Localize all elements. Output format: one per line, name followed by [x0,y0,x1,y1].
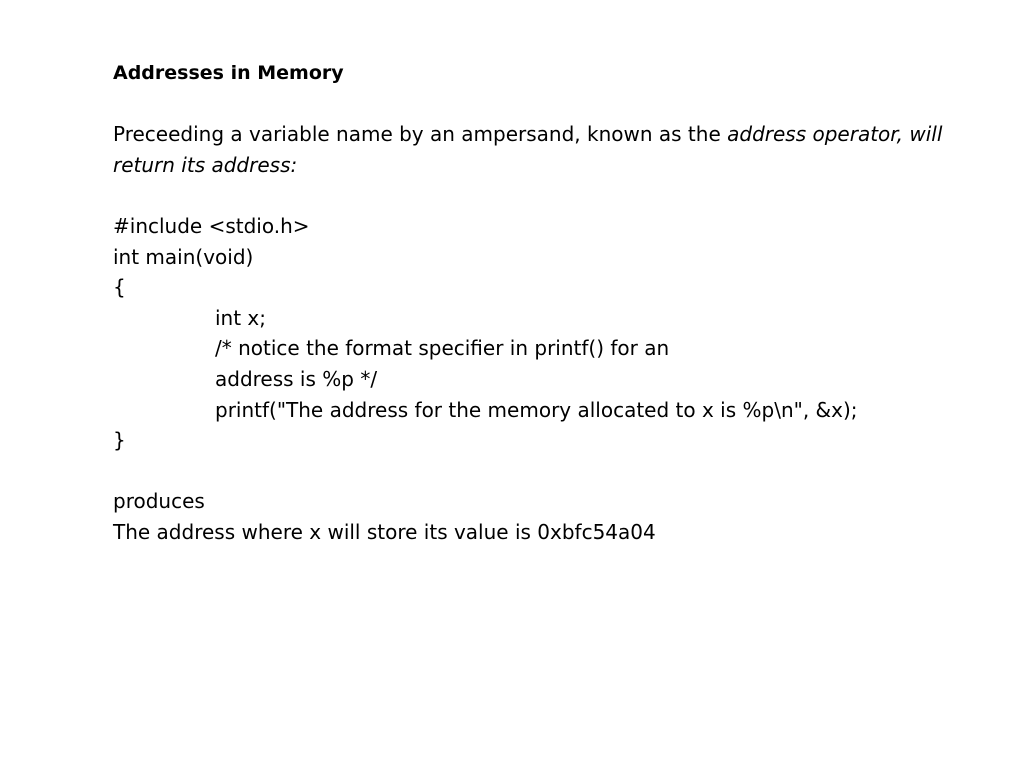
code-comment-line-2: address is %p */ [215,366,378,391]
code-printf-call: printf("The address for the memory alloc… [215,397,858,422]
code-declaration: int x; [215,305,267,330]
spacer [113,180,983,211]
intro-emphasis: address operator, will [727,122,943,147]
intro-line-2: return its address: [113,150,983,181]
code-open-brace: { [113,275,126,300]
output-result: The address where x will store its value… [113,519,656,544]
code-close-brace: } [113,428,126,453]
code-include: #include <stdio.h> [113,213,310,238]
slide-title: Addresses in Memory [113,62,344,84]
output-label: produces [113,489,205,514]
intro-emphasis-cont: return its address: [113,152,298,177]
slide-content: Addresses in Memory Preceeding a variabl… [113,58,983,548]
spacer [113,456,983,487]
code-comment-line-1: /* notice the format specifier in printf… [215,336,670,361]
intro-text: Preceeding a variable name by an ampersa… [113,122,728,147]
intro-line-1: Preceeding a variable name by an ampersa… [113,119,983,150]
spacer [113,89,983,120]
code-main-signature: int main(void) [113,244,254,269]
